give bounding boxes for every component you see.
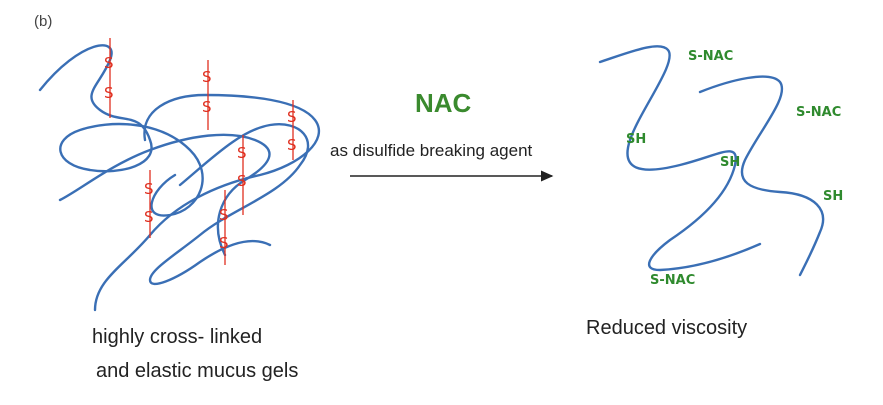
left-caption-line-1: highly cross- linked (92, 326, 263, 348)
disulfide-label: S (219, 206, 229, 224)
disulfide-labels: S S S S S S S S S S S S (104, 54, 297, 252)
disulfide-label: S (287, 108, 297, 126)
disulfide-label: S (104, 84, 114, 102)
disulfide-label: S (144, 180, 154, 198)
chain-3 (148, 123, 310, 286)
left-caption-line-2: and elastic mucus gels (96, 360, 299, 382)
disulfide-label: S (202, 68, 212, 86)
disulfide-bonds (109, 38, 294, 265)
reduced-chains (598, 45, 825, 277)
reduced-chain-1 (598, 45, 762, 272)
chain-4 (58, 133, 271, 257)
chain-1 (38, 44, 204, 217)
arrow-label: as disulfide breaking agent (330, 141, 533, 160)
s-nac-label: S-NAC (796, 105, 841, 120)
reduced-chain-2 (698, 75, 825, 277)
disulfide-label: S (237, 144, 247, 162)
chain-2 (93, 93, 321, 312)
s-nac-label: S-NAC (688, 49, 733, 64)
disulfide-label: S (237, 172, 247, 190)
crosslinked-chains (38, 44, 321, 312)
disulfide-label: S (202, 98, 212, 116)
sh-label: SH (626, 132, 646, 147)
disulfide-label: S (219, 234, 229, 252)
s-nac-label: S-NAC (650, 273, 695, 288)
group-labels: S-NAC S-NAC SH SH SH S-NAC (626, 49, 843, 288)
sh-label: SH (720, 155, 740, 170)
disulfide-label: S (104, 54, 114, 72)
panel-label: (b) (34, 13, 53, 30)
disulfide-label: S (287, 136, 297, 154)
reagent-label: NAC (415, 88, 472, 118)
right-caption: Reduced viscosity (586, 317, 748, 339)
disulfide-label: S (144, 208, 154, 226)
sh-label: SH (823, 189, 843, 204)
